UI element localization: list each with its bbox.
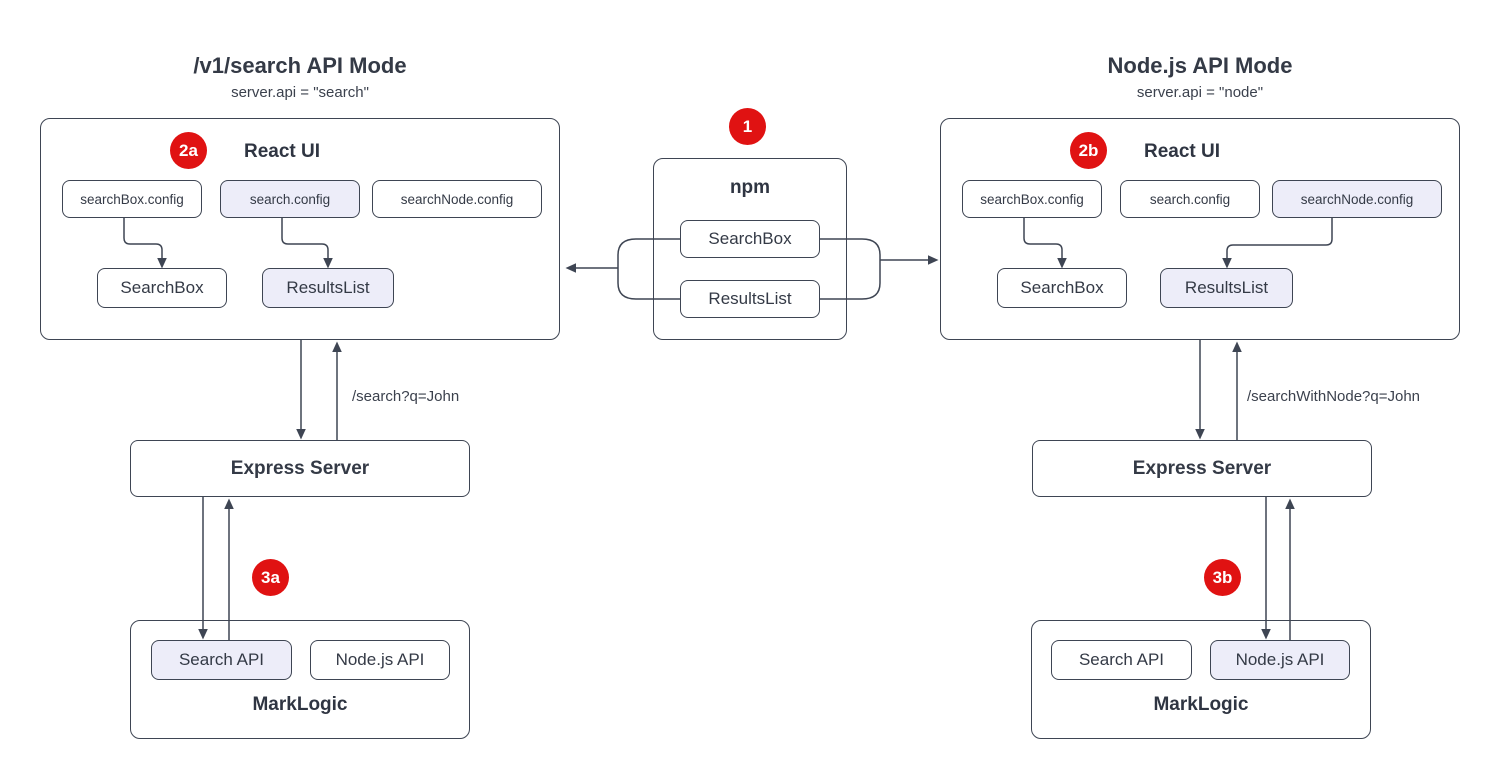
right-config-searchnode: searchNode.config (1272, 180, 1442, 218)
left-mode-title: /v1/search API Mode (193, 53, 407, 78)
left-config-search: search.config (220, 180, 360, 218)
left-nodejs-api-node: Node.js API (310, 640, 450, 680)
right-config-search: search.config (1120, 180, 1260, 218)
npm-package-searchbox: SearchBox (680, 220, 820, 258)
right-component-searchbox: SearchBox (997, 268, 1127, 308)
left-route-label: /search?q=John (352, 388, 460, 405)
right-nodejs-api-node: Node.js API (1210, 640, 1350, 680)
left-marklogic-step-badge: 3a (252, 559, 289, 596)
left-config-searchnode: searchNode.config (372, 180, 542, 218)
left-react-ui-step-badge: 2a (170, 132, 207, 169)
right-mode-subtitle: server.api = "node" (1136, 84, 1264, 101)
right-react-ui-label: React UI (1143, 141, 1221, 162)
right-route-label: /searchWithNode?q=John (1247, 388, 1421, 405)
left-express-server-box: Express Server (130, 440, 470, 497)
left-config-searchbox: searchBox.config (62, 180, 202, 218)
right-config-searchbox: searchBox.config (962, 180, 1102, 218)
right-express-server-box: Express Server (1032, 440, 1372, 497)
left-component-resultslist: ResultsList (262, 268, 394, 308)
left-marklogic-label: MarkLogic (252, 694, 348, 715)
npm-package-resultslist: ResultsList (680, 280, 820, 318)
right-react-ui-step-badge: 2b (1070, 132, 1107, 169)
npm-step-badge: 1 (729, 108, 766, 145)
npm-label: npm (729, 177, 771, 198)
left-react-ui-label: React UI (243, 141, 321, 162)
right-marklogic-label: MarkLogic (1153, 694, 1249, 715)
right-mode-title: Node.js API Mode (1107, 53, 1293, 78)
left-search-api-node: Search API (151, 640, 292, 680)
left-mode-subtitle: server.api = "search" (231, 84, 369, 101)
left-component-searchbox: SearchBox (97, 268, 227, 308)
right-search-api-node: Search API (1051, 640, 1192, 680)
right-component-resultslist: ResultsList (1160, 268, 1293, 308)
right-marklogic-step-badge: 3b (1204, 559, 1241, 596)
